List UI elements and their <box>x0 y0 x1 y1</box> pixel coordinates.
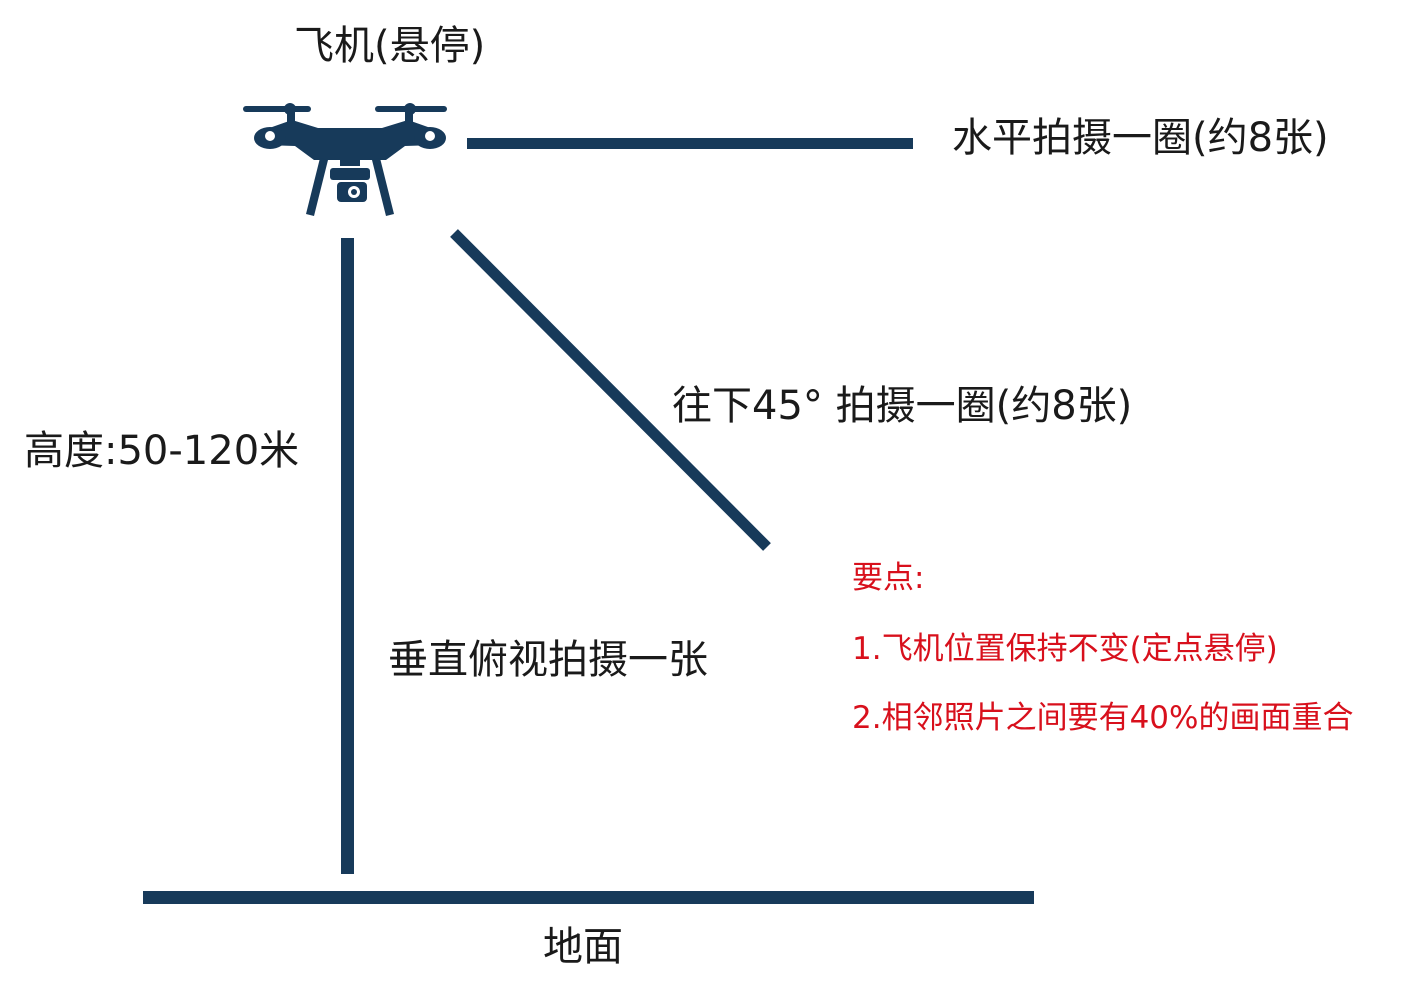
drone-title: 飞机(悬停) <box>294 23 486 69</box>
height-label: 高度:50-120米 <box>24 428 300 474</box>
vertical-path-line <box>341 238 354 874</box>
note-item-2: 2.相邻照片之间要有40%的画面重合 <box>852 700 1354 736</box>
horizontal-path-label: 水平拍摄一圈(约8张) <box>952 115 1329 161</box>
ground-line <box>143 891 1034 904</box>
drone-icon <box>243 103 447 216</box>
horizontal-path-line <box>467 138 913 149</box>
oblique-path-label: 往下45° 拍摄一圈(约8张) <box>672 383 1133 429</box>
vertical-path-label: 垂直俯视拍摄一张 <box>388 637 708 683</box>
ground-label: 地面 <box>543 924 623 970</box>
notes-heading: 要点: <box>852 560 925 596</box>
note-item-1: 1.飞机位置保持不变(定点悬停) <box>852 631 1278 667</box>
oblique-path-line <box>450 229 771 551</box>
